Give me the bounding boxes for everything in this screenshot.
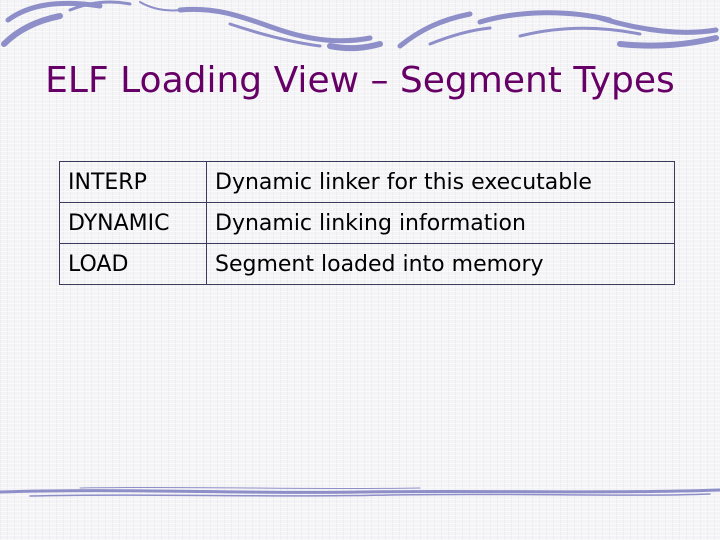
top-wave-decoration <box>1 0 719 52</box>
table-row: LOAD Segment loaded into memory <box>59 243 675 285</box>
segment-type-cell: LOAD <box>59 243 207 285</box>
segment-description-cell: Segment loaded into memory <box>206 243 675 285</box>
table-row: INTERP Dynamic linker for this executabl… <box>59 161 675 203</box>
bottom-wave-decoration <box>0 486 720 497</box>
segment-types-table: INTERP Dynamic linker for this executabl… <box>59 161 675 285</box>
slide-title: ELF Loading View – Segment Types <box>45 60 675 101</box>
segment-description-cell: Dynamic linker for this executable <box>206 161 675 203</box>
segment-type-cell: INTERP <box>59 161 207 203</box>
segment-description-cell: Dynamic linking information <box>206 202 675 244</box>
segment-type-cell: DYNAMIC <box>59 202 207 244</box>
table-row: DYNAMIC Dynamic linking information <box>59 202 675 244</box>
